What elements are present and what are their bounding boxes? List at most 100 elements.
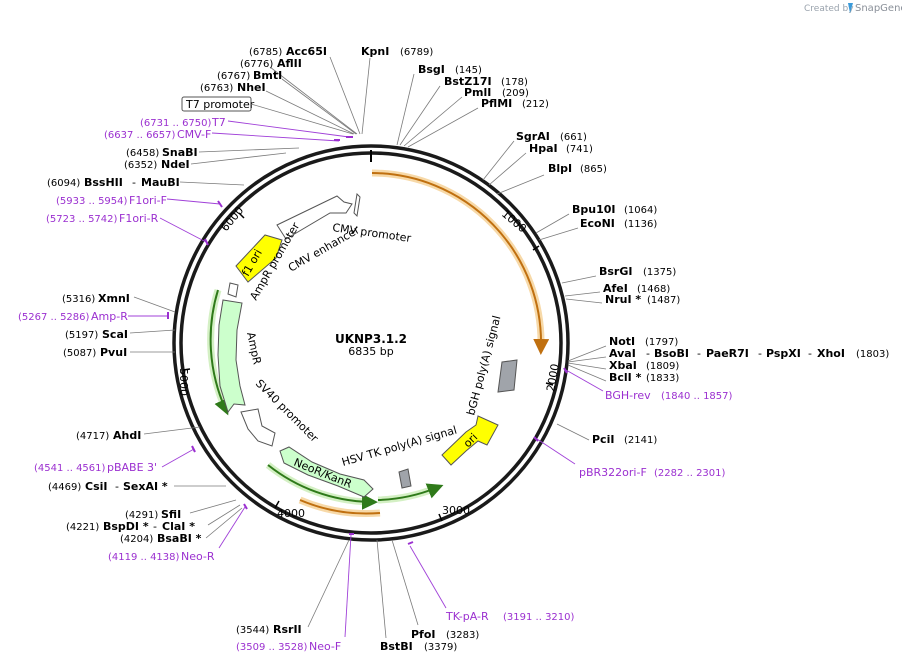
feature-ampr[interactable]	[217, 299, 246, 414]
site-pflmi[interactable]: PflMI (212)	[481, 97, 549, 110]
feature-sv40-promoter[interactable]	[240, 408, 276, 447]
t7-promoter-box[interactable]: T7 promoter	[181, 96, 255, 112]
site-ahdi[interactable]: (4717) AhdI	[76, 429, 141, 442]
site-afei[interactable]: AfeI (1468)	[603, 282, 670, 295]
site-sfii[interactable]: (4291) SfiI	[125, 508, 181, 521]
feature-f1-ori[interactable]	[235, 234, 283, 283]
site-blpi[interactable]: BlpI (865)	[548, 162, 607, 175]
site-nhei[interactable]: (6763) NheI	[200, 81, 266, 94]
site-bpu10i-name: Bpu10I	[572, 203, 616, 216]
site-avai-group[interactable]: AvaI - BsoBI - PaeR7I - PspXI - XhoI (18…	[609, 347, 889, 360]
label-ampr: AmpR	[244, 331, 264, 366]
site-bstz17i[interactable]: BstZ17I (178)	[444, 75, 528, 88]
site-csii-name: CsiI	[85, 480, 107, 493]
feature-cmv-promoter[interactable]	[353, 192, 361, 218]
site-ndei[interactable]: (6352) NdeI	[124, 158, 190, 171]
site-econi[interactable]: EcoNI (1136)	[580, 217, 657, 230]
primer-bghrev[interactable]: BGH-rev (1840 .. 1857)	[605, 389, 733, 402]
site-noti[interactable]: NotI (1797)	[609, 335, 678, 348]
tick-mark-5000	[182, 368, 191, 371]
site-bsshii[interactable]: (6094) BssHII - MauBI	[47, 176, 180, 189]
leader-line	[556, 423, 590, 441]
primer-neof[interactable]: (3509 .. 3528) Neo-F	[236, 640, 341, 653]
feature-ori[interactable]	[441, 415, 499, 466]
site-kpni[interactable]: KpnI (6789)	[361, 45, 433, 58]
leader-line	[561, 275, 597, 284]
site-bstbi-pos: (3379)	[424, 642, 457, 653]
site-rsrii[interactable]: (3544) RsrII	[236, 623, 302, 636]
primer-f1orir[interactable]: (5723 .. 5742) F1ori-R	[46, 212, 159, 225]
site-pmli[interactable]: PmlI (209)	[464, 86, 529, 99]
site-sgrai-name: SgrAI	[516, 130, 550, 143]
site-nhei-name: NheI	[237, 81, 266, 94]
site-xmni[interactable]: (5316) XmnI	[62, 292, 130, 305]
site-scai[interactable]: (5197) ScaI	[65, 328, 128, 341]
feature-neor-kanr[interactable]	[279, 446, 374, 498]
leader-t7-promoter	[250, 103, 354, 135]
primer-cmvf[interactable]: (6637 .. 6657) CMV-F	[104, 128, 211, 141]
credit-prefix: Created by	[804, 4, 854, 14]
site-bsgi[interactable]: BsgI (145)	[418, 63, 482, 76]
site-snabi[interactable]: (6458) SnaBI	[126, 146, 198, 159]
site-pfoi[interactable]: PfoI (3283)	[411, 628, 479, 641]
site-acc65i-pos: (6785)	[249, 47, 282, 58]
site-bmti-name: BmtI	[253, 69, 282, 82]
primer-neor[interactable]: (4119 .. 4138) Neo-R	[108, 550, 215, 563]
orf-arrow-1	[371, 172, 550, 355]
site-nrui[interactable]: NruI * (1487)	[605, 293, 680, 306]
site-acc65i[interactable]: (6785) Acc65I	[249, 45, 327, 58]
site-bsabi[interactable]: (4204) BsaBI *	[120, 532, 202, 545]
primer-tkpar[interactable]: TK-pA-R (3191 .. 3210)	[445, 610, 575, 623]
leader-line	[376, 539, 387, 639]
site-bsabi-name: BsaBI *	[157, 532, 202, 545]
leader-line	[166, 198, 221, 205]
site-afei-name: AfeI	[603, 282, 628, 295]
site-kpni-pos: (6789)	[400, 47, 433, 58]
site-bcli[interactable]: BclI * (1833)	[609, 371, 679, 384]
feature-hsv-tk-polya[interactable]	[398, 468, 412, 489]
site-bpu10i[interactable]: Bpu10I (1064)	[572, 203, 657, 216]
site-pcii-pos: (2141)	[624, 435, 657, 446]
feature-ampr-promoter[interactable]	[227, 282, 239, 298]
leader-line	[399, 85, 441, 146]
feature-cmv-enhancer[interactable]	[276, 195, 353, 240]
leader-line	[133, 296, 176, 313]
site-blpi-name: BlpI	[548, 162, 572, 175]
site-csii[interactable]: (4469) CsiI - SexAI *	[48, 480, 168, 493]
plasmid-length: 6835 bp	[348, 345, 393, 358]
site-hpai[interactable]: HpaI (741)	[529, 142, 593, 155]
site-pcii[interactable]: PciI (2141)	[592, 433, 657, 446]
site-avai-sep1: -	[646, 347, 650, 360]
site-bstbi[interactable]: BstBI (3379)	[380, 640, 457, 653]
site-bspdi[interactable]: (4221) BspDI * - ClaI *	[66, 520, 195, 533]
leader-line	[538, 227, 579, 241]
leader-line	[218, 506, 246, 549]
site-xbai[interactable]: XbaI (1809)	[609, 359, 679, 372]
site-csii-pos: (4469)	[48, 482, 81, 493]
feature-bgh-polya[interactable]	[497, 359, 518, 393]
primer-ampr[interactable]: (5267 .. 5286) Amp-R	[18, 310, 128, 323]
leader-line	[407, 107, 479, 148]
site-pvui[interactable]: (5087) PvuI	[63, 346, 127, 359]
site-pfoi-name: PfoI	[411, 628, 436, 641]
site-pfoi-pos: (3283)	[446, 630, 479, 641]
primer-pbabe3[interactable]: (4541 .. 4561) pBABE 3'	[34, 461, 157, 474]
site-bmti[interactable]: (6767) BmtI	[217, 69, 282, 82]
site-aflii[interactable]: (6776) AflII	[240, 57, 302, 70]
primer-f1orir-pos: (5723 .. 5742)	[46, 214, 118, 225]
leader-line	[567, 345, 607, 362]
leader-line	[207, 504, 241, 526]
primer-t7[interactable]: (6731 .. 6750) T7	[140, 116, 226, 129]
site-econi-pos: (1136)	[624, 219, 657, 230]
leader-line	[536, 438, 576, 465]
site-sgrai[interactable]: SgrAI (661)	[516, 130, 587, 143]
primer-f1orif[interactable]: (5933 .. 5954) F1ori-F	[56, 194, 167, 207]
site-scai-pos: (5197)	[65, 330, 98, 341]
leader-line	[179, 181, 245, 186]
orf-glow-5	[377, 484, 438, 504]
site-bsrgi[interactable]: BsrGI (1375)	[599, 265, 676, 278]
leader-line	[567, 364, 607, 382]
site-paer7i-name: PaeR7I	[706, 347, 749, 360]
primer-pbr322f[interactable]: pBR322ori-F (2282 .. 2301)	[579, 466, 726, 479]
